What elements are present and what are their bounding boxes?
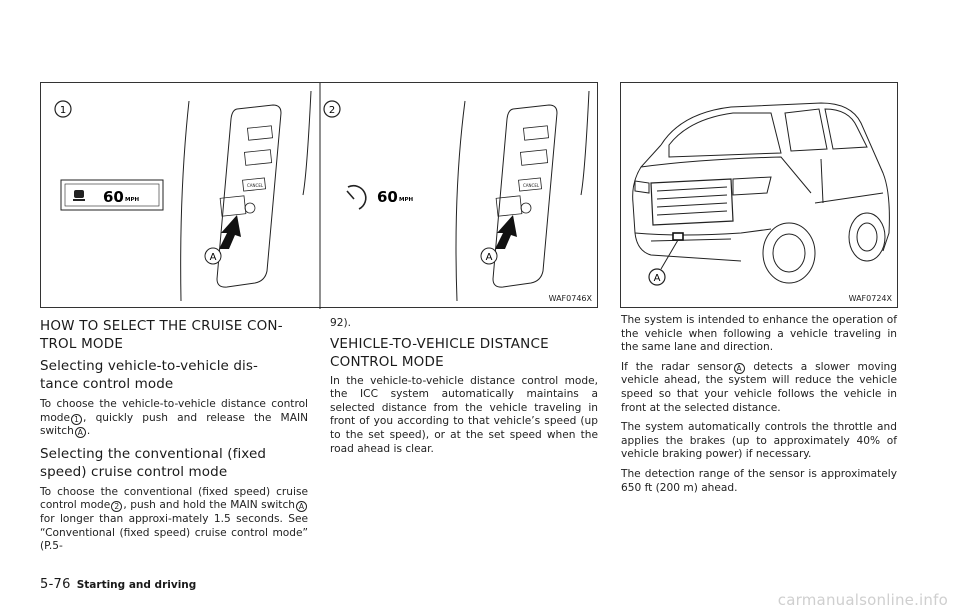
switch-figure: 1 60 MPH CANCEL A	[40, 82, 598, 309]
paragraph-distance-control: In the vehicle-to-vehicle distance contr…	[330, 374, 598, 455]
subheading-line-1: Selecting vehicle-to-vehicle dis-	[40, 358, 258, 374]
text-run: To choose the vehicle-to-vehicle distanc…	[40, 398, 308, 424]
panel-1: 1 60 MPH CANCEL A	[54, 90, 312, 302]
continued-text: 92).	[330, 317, 351, 329]
panel-2: 2 60 MPH CANCEL A	[323, 90, 590, 302]
marker-a: A	[296, 501, 307, 513]
heading-line-2: TROL MODE	[40, 336, 124, 352]
subheading-line-1: Selecting the conventional (fixed	[40, 445, 267, 462]
text-run: If the radar sensor	[621, 360, 733, 373]
panel-1-unit: MPH	[125, 197, 140, 203]
text-run: , push and hold the MAIN switch	[123, 499, 295, 512]
panel-2-number: 2	[329, 105, 335, 116]
column-3: The system is intended to enhance the op…	[621, 314, 897, 501]
panel-2-unit: MPH	[399, 197, 414, 203]
heading-line-2: CONTROL MODE	[330, 353, 444, 370]
subheading-distance-mode: Selecting vehicle-to-vehicle dis- tance …	[40, 357, 308, 393]
marker-a: A	[74, 427, 86, 439]
subheading-line-2: speed) cruise control mode	[40, 463, 228, 480]
speedometer-icon	[346, 184, 367, 210]
text-run: detects a slower moving vehicle ahead, t…	[621, 360, 898, 414]
subheading-conventional-mode: Selecting the conventional (fixed speed)…	[40, 445, 308, 481]
panel-2-speed: 60	[377, 188, 398, 206]
panel-1-number: 1	[60, 105, 66, 116]
text-run: , quickly push and release the MAIN swit…	[40, 411, 308, 438]
vehicle-figure: A WAF0724X	[620, 82, 898, 308]
car-follow-icon	[73, 190, 85, 201]
page-footer: 5-76 Starting and driving	[40, 573, 196, 592]
svg-text:CANCEL: CANCEL	[247, 183, 264, 188]
paragraph-conventional-mode: To choose the conventional (fixed speed)…	[40, 486, 308, 554]
page-number: 5-76	[40, 577, 71, 592]
marker-1: 1	[71, 413, 83, 425]
panel-1-switch-label: A	[210, 252, 217, 263]
heading-line-1: VEHICLE-TO-VEHICLE DISTANCE	[330, 335, 549, 352]
paragraph-detection-range: The detection range of the sensor is app…	[621, 467, 897, 494]
figure-code-left: WAF0746X	[548, 294, 592, 303]
figure-code-right: WAF0724X	[848, 294, 892, 303]
paragraph-system-intent: The system is intended to enhance the op…	[621, 314, 897, 354]
switch-illustration: 1 60 MPH CANCEL A	[54, 83, 590, 309]
text-run: for longer than approxi-mately 1.5 secon…	[40, 512, 308, 553]
paragraph-throttle-brakes: The system automatically controls the th…	[621, 421, 897, 461]
column-2: 92). VEHICLE-TO-VEHICLE DISTANCE CONTROL…	[330, 317, 598, 462]
text-run: .	[86, 425, 91, 438]
marker-2: 2	[111, 501, 123, 513]
panel-2-switch-label: A	[486, 252, 493, 263]
subheading-line-2: tance control mode	[40, 376, 174, 392]
heading-line-1: HOW TO SELECT THE CRUISE CON-	[40, 318, 283, 334]
radar-sensor-icon	[672, 232, 684, 241]
paragraph-distance-mode: To choose the vehicle-to-vehicle distanc…	[40, 398, 308, 439]
svg-text:CANCEL: CANCEL	[523, 183, 540, 188]
text-run: To choose the conventional (fixed speed)…	[40, 485, 308, 512]
watermark-text: carmanualsonline.info	[777, 591, 948, 609]
sensor-label: A	[654, 273, 661, 284]
column-1: HOW TO SELECT THE CRUISE CON- TROL MODE …	[40, 317, 308, 560]
section-heading-cruise-mode: HOW TO SELECT THE CRUISE CON- TROL MODE	[40, 317, 308, 353]
vehicle-illustration: A	[632, 102, 890, 286]
marker-a: A	[733, 362, 745, 374]
section-name: Starting and driving	[76, 579, 197, 591]
section-heading-distance-control: VEHICLE-TO-VEHICLE DISTANCE CONTROL MODE	[330, 335, 598, 371]
panel-1-speed: 60	[103, 188, 124, 206]
